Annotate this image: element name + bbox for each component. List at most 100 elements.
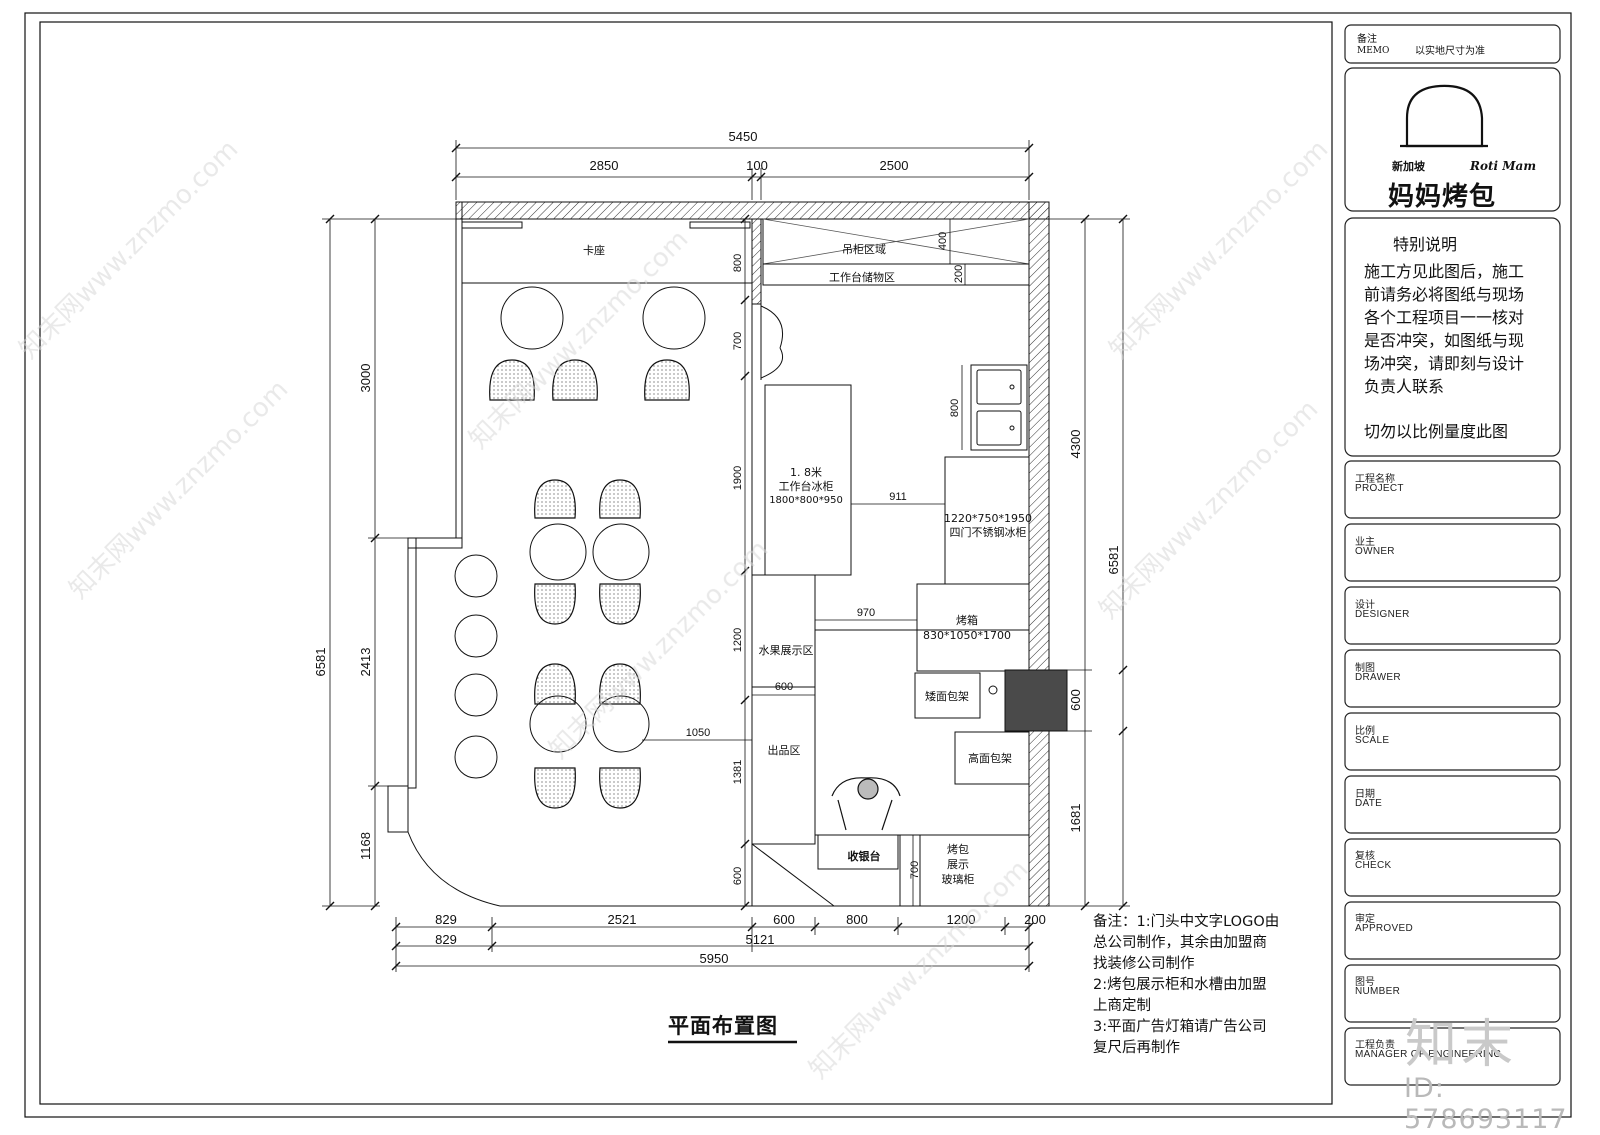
dim-right-c: 1681 bbox=[1068, 804, 1083, 833]
watermark-logo: 知末 bbox=[1405, 1015, 1518, 1075]
person-figure bbox=[831, 777, 901, 831]
memo-label-en: MEMO bbox=[1357, 46, 1390, 56]
dim-gap-911: 911 bbox=[889, 491, 907, 503]
dim-left-a: 3000 bbox=[358, 364, 373, 393]
title-block-label-en: APPROVED bbox=[1355, 923, 1413, 934]
dim-gap-1050: 1050 bbox=[686, 727, 710, 739]
label-freezer-size: 1220*750*1950 bbox=[944, 512, 1032, 525]
drawing-title: 平面布置图 bbox=[668, 1014, 778, 1038]
svg-text:知末网www.znzmo.com: 知末网www.znzmo.com bbox=[1094, 394, 1325, 625]
kitchen-equipment bbox=[817, 456, 1068, 907]
label-oven-size: 830*1050*1700 bbox=[923, 629, 1011, 642]
dim-mid-d: 1200 bbox=[732, 628, 744, 652]
label-hanging-cabinet: 吊柜区域 bbox=[842, 243, 886, 256]
dim-gap-970: 970 bbox=[857, 607, 875, 619]
dim-right-total: 6581 bbox=[1106, 546, 1121, 575]
dim-top-right: 2500 bbox=[880, 158, 909, 173]
title-block-label-en: NUMBER bbox=[1355, 986, 1401, 997]
dimension-ticks bbox=[325, 143, 1128, 971]
label-booth: 卡座 bbox=[583, 243, 605, 257]
title-block bbox=[1344, 24, 1561, 1086]
title-block-label-en: CHECK bbox=[1355, 860, 1392, 871]
booth-seating bbox=[461, 218, 753, 284]
label-pickup: 出品区 bbox=[768, 743, 801, 757]
title-block-label-cn: 工程名称 bbox=[1355, 474, 1395, 485]
special-notes-body: 施工方见此图后，施工 前请务必将图纸与现场 各个工程项目一一核对 是否冲突，如图… bbox=[1364, 262, 1525, 396]
title-block-label-en: SCALE bbox=[1355, 735, 1390, 746]
label-fridge-size: 1800*800*950 bbox=[769, 495, 843, 506]
label-display-3: 玻璃柜 bbox=[942, 872, 975, 886]
dim-mid-b: 700 bbox=[732, 332, 744, 350]
label-workbench-storage: 工作台储物区 bbox=[829, 270, 895, 284]
title-block-label-cn: 比例 bbox=[1355, 726, 1375, 737]
svg-text:知末网www.znzmo.com: 知末网www.znzmo.com bbox=[14, 134, 245, 365]
dim-right-a: 4300 bbox=[1068, 430, 1083, 459]
dim-bottom-f: 200 bbox=[1024, 912, 1046, 927]
walls bbox=[387, 201, 1050, 907]
chairs bbox=[489, 359, 690, 809]
label-fridge-type: 工作台冰柜 bbox=[779, 479, 834, 493]
kitchen-partition bbox=[751, 304, 1030, 907]
svg-text:知末网www.znzmo.com: 知末网www.znzmo.com bbox=[64, 374, 295, 605]
dim-bottom-b: 2521 bbox=[608, 912, 637, 927]
title-block-label-en: MANAGER OF ENGINEERING bbox=[1355, 1049, 1502, 1060]
svg-text:知末网www.znzmo.com: 知末网www.znzmo.com bbox=[1104, 134, 1335, 365]
dim-left-c: 1168 bbox=[358, 832, 373, 860]
round-tables bbox=[454, 286, 706, 779]
special-notes-title: 特别说明 bbox=[1392, 235, 1457, 254]
dim-top-left: 2850 bbox=[590, 158, 619, 173]
dim-bottom-c: 600 bbox=[773, 912, 795, 927]
dim-top-total: 5450 bbox=[729, 129, 758, 144]
brand-logo-dome bbox=[1400, 84, 1488, 148]
label-tall-rack: 高面包架 bbox=[968, 751, 1012, 765]
dim-bottom-a: 829 bbox=[435, 912, 457, 927]
room-labels: 卡座 吊柜区域 工作台储物区 1. 8米 工作台冰柜 1800*800*950 … bbox=[583, 243, 1032, 886]
dim-gap-600: 600 bbox=[775, 681, 793, 693]
dim-left-total: 6581 bbox=[313, 648, 328, 677]
label-oven: 烤箱 bbox=[956, 613, 978, 627]
dim-mid-f: 600 bbox=[732, 867, 744, 885]
dim-bottom2-b: 5121 bbox=[746, 932, 775, 947]
dim-bottom2-a: 829 bbox=[435, 932, 457, 947]
title-block-label-en: OWNER bbox=[1355, 546, 1395, 557]
label-display-1: 烤包 bbox=[947, 842, 969, 856]
label-fridge-name: 1. 8米 bbox=[790, 466, 822, 479]
dim-bottom-total: 5950 bbox=[700, 951, 729, 966]
label-fruit-display: 水果展示区 bbox=[759, 644, 814, 657]
label-cashier: 收银台 bbox=[848, 849, 881, 863]
dim-mid-e: 1381 bbox=[732, 760, 744, 784]
label-short-rack: 矮面包架 bbox=[925, 689, 969, 703]
watermark-id: ID: 578693117 bbox=[1404, 1073, 1568, 1135]
title-block-label-cn: 图号 bbox=[1355, 977, 1375, 988]
dimension-labels: 5450 2850 100 2500 6581 3000 2413 1168 8… bbox=[313, 129, 1121, 966]
label-freezer-type: 四门不锈钢冰柜 bbox=[950, 525, 1027, 539]
title-block-label-cn: 复核 bbox=[1355, 851, 1375, 862]
title-block-label-cn: 制图 bbox=[1355, 663, 1375, 674]
dim-right-b: 600 bbox=[1068, 689, 1083, 711]
dim-hang-400: 400 bbox=[937, 232, 949, 250]
svg-text:知末网www.znzmo.com: 知末网www.znzmo.com bbox=[804, 854, 1035, 1085]
dim-mid-a: 800 bbox=[732, 254, 744, 272]
label-display-2: 展示 bbox=[947, 858, 969, 871]
memo-value: 以实地尺寸为准 bbox=[1415, 46, 1485, 57]
title-block-label-en: PROJECT bbox=[1355, 483, 1404, 494]
construction-notes: 备注：1:门头中文字LOGO由 总公司制作，其余由加盟商 找装修公司制作 2:烤… bbox=[1093, 914, 1280, 1056]
dimension-lines bbox=[322, 140, 1130, 972]
title-block-label-cn: 设计 bbox=[1355, 600, 1375, 611]
memo-label-cn: 备注 bbox=[1357, 34, 1377, 45]
logo-big-cn: 妈妈烤包 bbox=[1388, 182, 1497, 212]
outer-frame bbox=[24, 12, 1572, 1118]
title-block-label-en: DRAWER bbox=[1355, 672, 1401, 683]
entrance-door-arc bbox=[407, 831, 501, 907]
title-block-label-cn: 审定 bbox=[1355, 914, 1375, 925]
dim-left-b: 2413 bbox=[358, 648, 373, 677]
title-block-label-cn: 工程负责 bbox=[1355, 1040, 1395, 1051]
dim-storage-200: 200 bbox=[953, 265, 965, 283]
dim-bottom-d: 800 bbox=[846, 912, 868, 927]
dim-display-700: 700 bbox=[909, 861, 921, 879]
hanging-cabinet-zone bbox=[762, 218, 1030, 286]
dim-bottom-e: 1200 bbox=[947, 912, 976, 927]
inner-frame bbox=[39, 21, 1333, 1105]
logo-small-cn: 新加坡 bbox=[1392, 160, 1425, 173]
